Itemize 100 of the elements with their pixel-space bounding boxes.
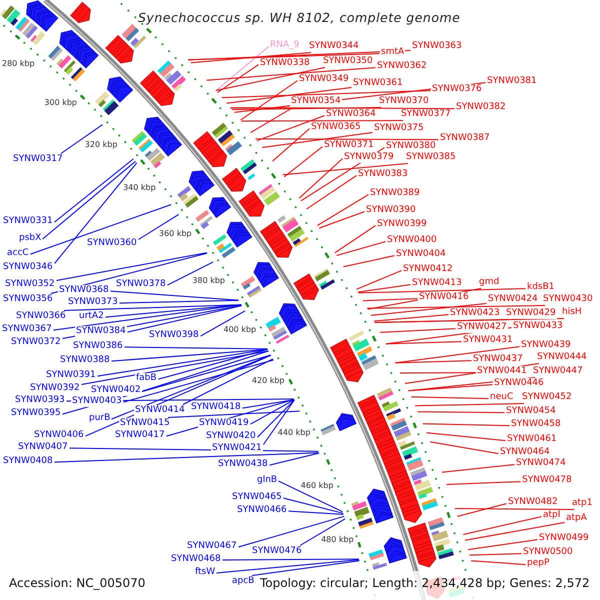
gene-label: purB <box>88 412 112 424</box>
leader-line <box>222 558 360 560</box>
leader-line <box>30 204 172 255</box>
gene-label: SYNW0390 <box>365 204 417 216</box>
gene-label: SYNW0406 <box>33 430 85 440</box>
gene-label: SYNW0430 <box>542 294 594 304</box>
gene-label: ftsW <box>194 566 216 578</box>
leader-line <box>298 158 343 199</box>
gene-label: SYNW0482 <box>507 496 559 508</box>
gene-label: SYNW0383 <box>357 168 409 180</box>
gene-label: SYNW0382 <box>455 102 507 112</box>
leader-line <box>124 346 268 350</box>
leader-line <box>385 341 462 344</box>
gene-label: SYNW0439 <box>520 340 572 350</box>
leader-line <box>240 120 404 122</box>
gene-label: apcB <box>231 576 256 586</box>
leader-line <box>366 305 546 309</box>
gene-label: SYNW0375 <box>373 122 425 134</box>
gene-label: SYNW0408 <box>2 456 54 466</box>
gene-label: SYNW0378 <box>115 278 167 290</box>
gene-label: SYNW0416 <box>418 292 470 302</box>
gene-label: SYNW0338 <box>259 58 311 68</box>
gene-label: SYNW0421 <box>211 442 263 454</box>
gene-label: SYNW0467 <box>186 540 238 552</box>
leader-line <box>252 560 360 576</box>
gene-label: SYNW0478 <box>521 474 573 486</box>
gene-label: SYNW0384 <box>75 326 127 336</box>
leader-line <box>188 50 411 60</box>
leader-line <box>362 298 418 302</box>
leader-line <box>336 241 386 256</box>
gene-label: SYNW0346 <box>2 262 54 272</box>
gene-label: SYNW0386 <box>72 340 124 352</box>
gene-label: SYNW0499 <box>538 532 590 544</box>
gene-label: SYNW0461 <box>506 434 558 444</box>
leader-line <box>119 300 239 304</box>
scale-label: 360 kbp <box>158 228 193 238</box>
gene-label: SYNW0420 <box>205 430 257 442</box>
leader-line <box>374 319 508 323</box>
leader-line <box>469 553 522 556</box>
scale-label: 300 kbp <box>43 98 78 107</box>
gene-label: SYNW0388 <box>59 354 111 366</box>
leader-line <box>334 225 376 254</box>
leader-line <box>188 53 380 60</box>
gene-label: SYNW0377 <box>400 108 452 120</box>
gene-label: SYNW0447 <box>532 366 584 376</box>
leader-line <box>417 411 505 414</box>
leader-line <box>238 516 345 548</box>
gene-label: SYNW0468 <box>170 554 222 564</box>
gene-label: SYNW0364 <box>325 108 377 120</box>
leader-line <box>138 214 180 240</box>
gene-label: smtA <box>380 46 406 58</box>
gene-label: SYNW0368 <box>58 284 110 296</box>
leader-line <box>54 158 134 223</box>
gene-label: SYNW0399 <box>376 218 428 230</box>
gene-label: SYNW0466 <box>236 504 288 516</box>
gene-label: psbX <box>18 232 42 244</box>
gene-label: SYNW0331 <box>2 216 54 226</box>
gene-label: SYNW0438 <box>217 458 269 470</box>
gene-label: pepP <box>526 558 550 568</box>
gene-label: SYNW0403 <box>71 396 123 406</box>
leader-line <box>467 539 538 550</box>
gene-label: gmd <box>478 276 500 288</box>
leader-line <box>358 288 526 294</box>
scale-label: 480 kbp <box>320 535 355 544</box>
leader-line <box>306 175 357 210</box>
leader-line <box>269 452 320 466</box>
gene-label: SYNW0398 <box>148 330 200 340</box>
gene-label: SYNW0424 <box>487 294 539 304</box>
gene-label: SYNW0433 <box>512 320 564 332</box>
leader-line <box>462 516 542 535</box>
leader-line <box>408 384 493 392</box>
gene-label: SYNW0407 <box>17 442 69 452</box>
leader-line <box>317 194 369 226</box>
gene-label: SYNW0376 <box>431 84 483 94</box>
leader-line <box>446 481 521 485</box>
leader-line <box>318 211 365 229</box>
gene-label: RNA_9 <box>269 40 300 50</box>
leader-line <box>167 261 214 286</box>
gene-label: SYNW0379 <box>343 152 395 162</box>
leader-line <box>256 115 325 142</box>
gene-label: glnB <box>256 474 278 486</box>
leader-line <box>53 304 242 331</box>
leader-line <box>394 346 520 364</box>
gene-label: SYNW0371 <box>323 140 375 150</box>
leader-line <box>300 518 346 546</box>
gene-label: SYNW0391 <box>45 370 97 380</box>
leader-line <box>454 508 574 510</box>
leader-line <box>272 128 310 162</box>
gene-label: SYNW0402 <box>90 384 142 396</box>
gene-label: SYNW0415 <box>119 418 171 428</box>
gene-label: kdsB1 <box>526 282 556 292</box>
leader-line <box>216 46 269 92</box>
gene-label: SYNW0370 <box>378 96 430 106</box>
gene-label: SYNW0417 <box>114 430 166 440</box>
leader-line <box>142 350 269 392</box>
leader-line <box>374 314 449 322</box>
leader-line <box>470 560 526 566</box>
leader-line <box>263 400 295 445</box>
gene-label: SYNW0427 <box>456 322 508 332</box>
leader-line <box>54 452 320 463</box>
